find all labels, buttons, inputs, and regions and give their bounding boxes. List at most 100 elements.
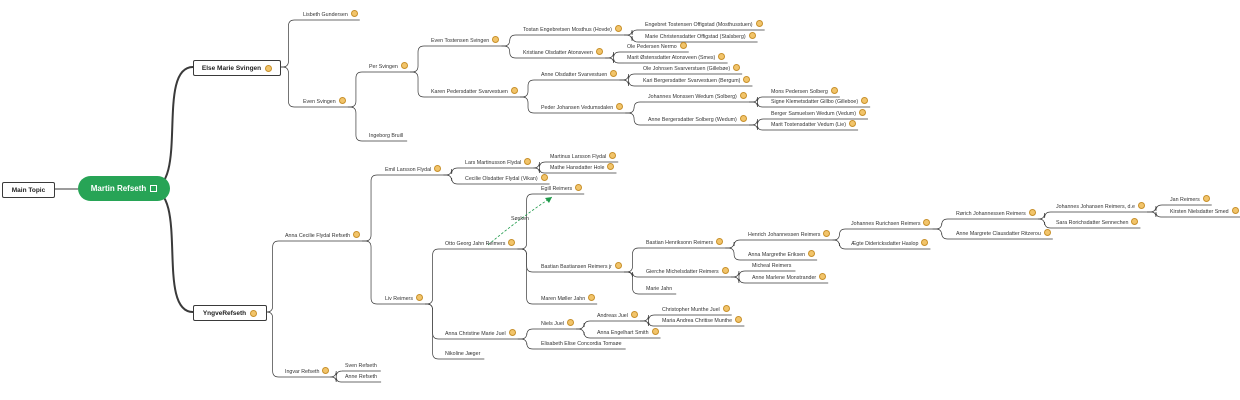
branch-else-marie-svingen[interactable]: Else Marie Svingen [193, 60, 281, 76]
topic-anne-margrete[interactable]: Anne Margrete Clausdatter Ritzerou [956, 229, 1054, 238]
topic-karen-p[interactable]: Karen Pedersdatter Svarvestuen [431, 87, 521, 96]
topic-peder-j[interactable]: Peder Johansen Vedumsdalen [541, 103, 626, 112]
topic-johannes-m[interactable]: Johannes Monssen Wedum (Solberg) [648, 92, 750, 101]
topic-anne-r[interactable]: Anne Refseth [345, 373, 380, 381]
topic-johannes-r[interactable]: Johannes Rurichsen Reimers [851, 219, 933, 228]
topic-ingvar[interactable]: Ingvar Refseth [285, 367, 332, 376]
topic-label: Anne Margrete Clausdatter Ritzerou [956, 231, 1041, 237]
topic-sara[interactable]: Sara Rorichsdatter Sennechen [1056, 218, 1141, 227]
topic-aegte[interactable]: Ægte Didericksdatter Haslop [851, 239, 931, 248]
topic-christopher[interactable]: Christopher Munthe Juel [662, 305, 733, 314]
topic-label: Marit Tostensdatter Vedum (Lie) [771, 122, 846, 128]
connector-line [730, 270, 749, 278]
connector-line [519, 96, 538, 114]
topic-anna-e[interactable]: Anna Engelhart Smith [597, 328, 662, 337]
connector-line [330, 370, 343, 378]
topic-nikoline[interactable]: Nikoline Jæger [445, 350, 483, 358]
topic-liv[interactable]: Liv Reimers [385, 294, 426, 303]
notes-icon [721, 267, 729, 275]
topic-marie-c[interactable]: Marie Christensdatter Offigstad (Stalsbe… [645, 32, 759, 41]
topic-andreas[interactable]: Andreas Juel [597, 311, 641, 320]
branch-yngve-refseth[interactable]: YngveRefseth [193, 305, 267, 321]
topic-anne-b[interactable]: Anne Bergersdatter Solberg (Wedum) [648, 115, 750, 124]
topic-rorich[interactable]: Rørich Johannessen Reimers [956, 209, 1039, 218]
topic-anna-christine[interactable]: Anna Christine Marie Juel [445, 329, 519, 338]
topic-ole-p[interactable]: Ole Pedersen Nermo [627, 42, 690, 51]
note-icon: . [150, 185, 158, 192]
topic-mons[interactable]: Mons Pedersen Solberg [771, 87, 841, 96]
topic-ole-j[interactable]: Ole Johnsen Svarverstuen (Gillebøe) [643, 64, 743, 73]
topic-label: Signe Klemetsdatter Gillbo (Gilleboe) [771, 99, 859, 105]
main-topic-node[interactable]: Main Topic [2, 182, 55, 198]
notes-icon [434, 165, 442, 173]
topic-maren[interactable]: Maren Møller Jahn [541, 294, 598, 303]
connector-line [517, 338, 538, 350]
topic-johannes-j[interactable]: Johannes Johansen Reimers, d.e [1056, 202, 1148, 211]
connector-line [625, 112, 645, 126]
topic-even-s[interactable]: Even Svingen [303, 97, 349, 106]
topic-anne-marlene[interactable]: Anne Marlene Monstrander [752, 273, 829, 282]
topic-label: Ingeborg Bruill [369, 133, 404, 139]
topic-label: Lars Martinusson Flydal [465, 160, 522, 166]
topic-kristiane[interactable]: Kristiane Olsdatter Atonsveen [523, 48, 606, 57]
topic-marit[interactable]: Marit Østensdatter Atonsveen (Smes) [627, 53, 728, 62]
topic-label: Ole Pedersen Nermo [627, 44, 677, 50]
connector-line [619, 79, 640, 87]
connector-line [409, 45, 428, 73]
connector-line [639, 314, 659, 322]
connector-line [347, 71, 366, 108]
topic-sven[interactable]: Sven Refseth [345, 362, 380, 370]
topic-signe[interactable]: Signe Klemetsdatter Gillbo (Gilleboe) [771, 97, 871, 106]
topic-label: Martinus Larsson Flydal [550, 154, 607, 160]
topic-label: Elisabeth Elise Concordia Tomsøe [541, 341, 622, 347]
topic-elisabeth[interactable]: Elisabeth Elise Concordia Tomsøe [541, 340, 625, 348]
topic-anne-o[interactable]: Anne Olsdatter Svarvestuen [541, 70, 620, 79]
topic-per-s[interactable]: Per Svingen [369, 62, 411, 71]
topic-label: Even Tostensen Svingen [431, 38, 490, 44]
topic-engebret[interactable]: Engebret Tostensen Offigstad (Mosthusstu… [645, 20, 766, 29]
notes-icon [265, 64, 273, 72]
topic-egill[interactable]: Egill Reimers [541, 184, 585, 193]
topic-ingeborg[interactable]: Ingeborg Bruill [369, 132, 406, 140]
topic-label: Cecilie Olsdatter Flydal (Vikan) [465, 176, 538, 182]
topic-label: Marie Jahn [646, 286, 673, 292]
notes-icon [338, 97, 346, 105]
topic-even-t[interactable]: Even Tostensen Svingen [431, 36, 502, 45]
topic-jan[interactable]: Jan Reimers [1170, 195, 1213, 204]
connector-line [362, 174, 382, 242]
topic-gierche[interactable]: Gierche Michelsdatter Reimers [646, 267, 732, 276]
topic-otto[interactable]: Otto Georg Jahn Reimers [445, 239, 518, 248]
topic-kari-b[interactable]: Kari Bergersdatter Svarvestuen (Bergum) [643, 76, 753, 85]
topic-mathe[interactable]: Mathe Hansdatter Hole [550, 163, 617, 172]
topic-micheal[interactable]: Micheal Reimers [752, 262, 794, 270]
notes-icon [651, 328, 659, 336]
topic-martinus[interactable]: Martinus Larsson Flydal [550, 152, 619, 161]
notes-icon [614, 25, 622, 33]
topic-kirsten[interactable]: Kirsten Nielsdatter Smed [1170, 207, 1240, 216]
topic-bastian-h[interactable]: Bastian Henriksonn Reimers [646, 238, 726, 247]
topic-label: Karen Pedersdatter Svarvestuen [431, 89, 508, 95]
topic-label: Anna Cecilie Flydal Refseth [285, 233, 351, 239]
topic-label: Anna Christine Marie Juel [445, 331, 506, 337]
topic-niels[interactable]: Niels Juel [541, 319, 577, 328]
notes-icon [540, 174, 548, 182]
connector-line [623, 247, 643, 273]
central-topic-node[interactable]: Martin Refseth . [78, 176, 170, 201]
topic-cecilie-o[interactable]: Cecilie Olsdatter Flydal (Vikan) [465, 174, 551, 183]
topic-lars-m[interactable]: Lars Martinusson Flydal [465, 158, 534, 167]
topic-label: Marit Østensdatter Atonsveen (Smes) [627, 55, 716, 61]
topic-lisbeth[interactable]: Lisbeth Gundersen [303, 10, 361, 19]
topic-anna-m[interactable]: Anna Margrethe Eriksen [748, 250, 818, 259]
topic-bastian-b[interactable]: Bastian Bastiansen Reimers jr [541, 262, 625, 271]
topic-maria-a[interactable]: Maria Andrea Chritise Munthe [662, 316, 745, 325]
topic-marit-t[interactable]: Marit Tostensdatter Vedum (Lie) [771, 120, 859, 129]
connector-line [517, 193, 538, 250]
notes-icon [679, 42, 687, 50]
topic-marie-jahn[interactable]: Marie Jahn [646, 285, 675, 293]
topic-berger[interactable]: Berger Samuelsen Wedum (Vedum) [771, 109, 869, 118]
topic-anna-cecilie[interactable]: Anna Cecilie Flydal Refseth [285, 231, 363, 240]
topic-henrich[interactable]: Henrich Johannessen Reimers [748, 230, 833, 239]
topic-emil[interactable]: Emil Larsson Flydal [385, 165, 444, 174]
topic-tostan[interactable]: Tostan Engebretsen Mosthus (Hovde) [523, 25, 625, 34]
branch-label: Else Marie Svingen [201, 64, 262, 72]
